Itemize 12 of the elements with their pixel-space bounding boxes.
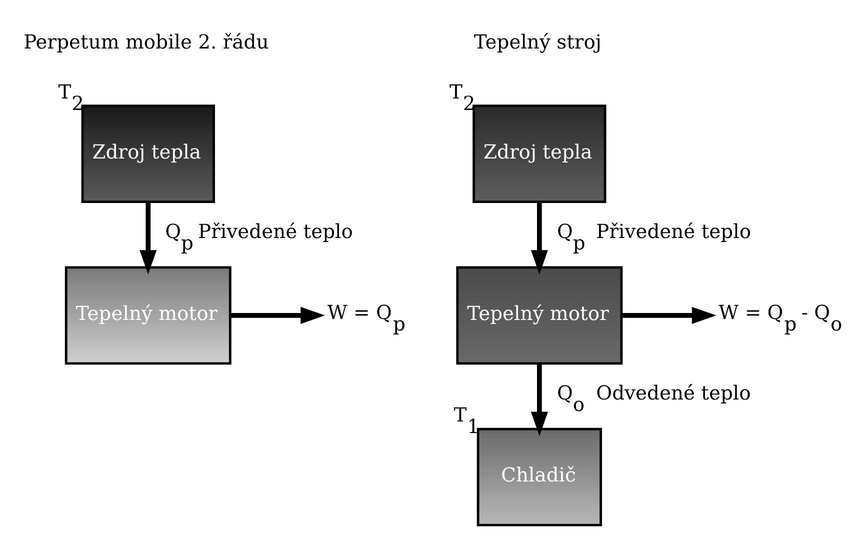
arrow xyxy=(530,364,548,436)
arrow xyxy=(230,306,324,324)
node-box: Tepelný motor xyxy=(64,266,231,365)
node-box: Zdroj tepla xyxy=(472,104,606,204)
node-box: Tepelný motor xyxy=(456,266,622,365)
arrow xyxy=(621,306,716,324)
node-box: Chladič xyxy=(476,428,602,526)
label: Perpetum mobile 2. řádu xyxy=(23,30,268,54)
node-box: Zdroj tepla xyxy=(80,104,214,204)
arrow xyxy=(530,202,548,274)
arrow xyxy=(139,202,156,274)
label: Tepelný stroj xyxy=(473,30,601,54)
